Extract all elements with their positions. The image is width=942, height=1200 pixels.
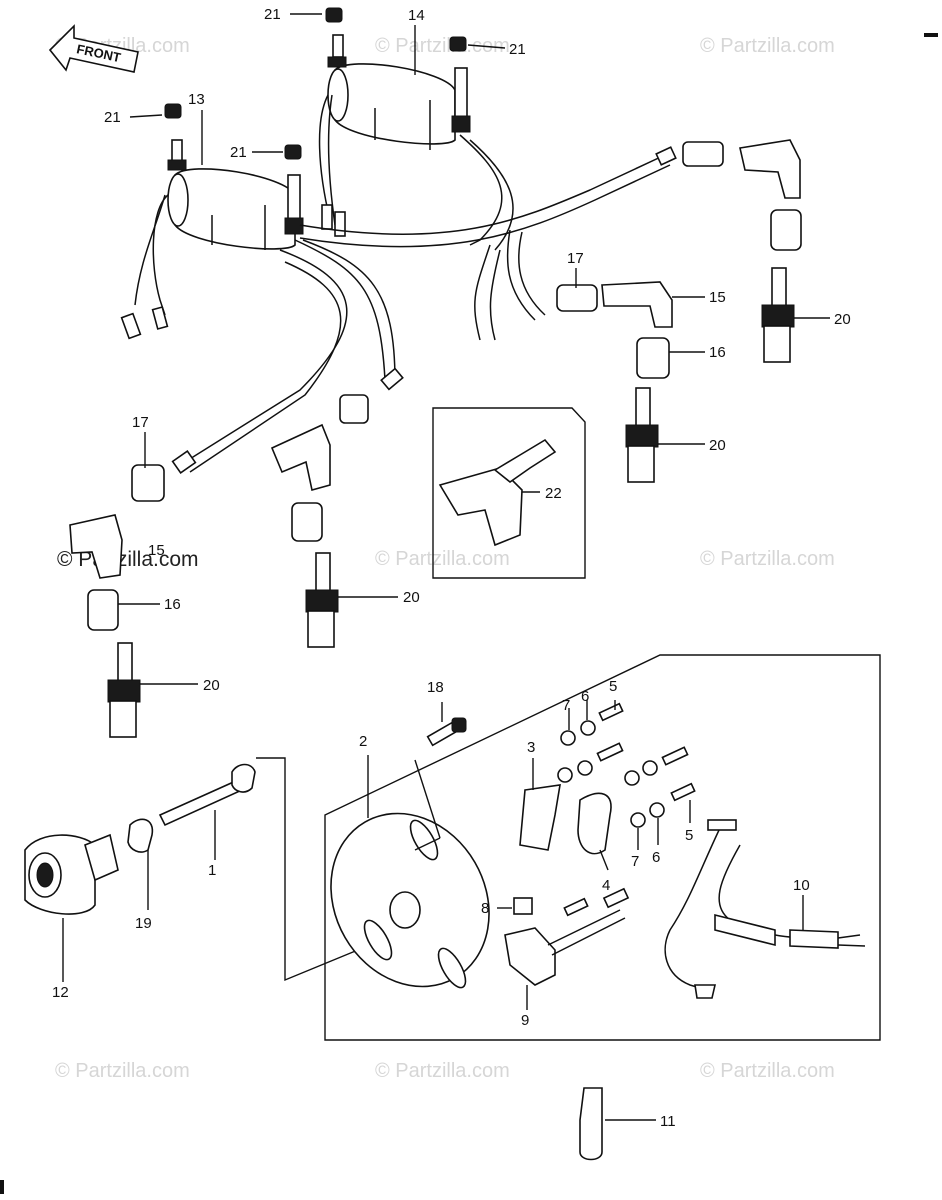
callout-18: 18 bbox=[427, 679, 444, 696]
connector-17 bbox=[556, 284, 598, 312]
watermark-text: © Partzilla.com bbox=[700, 1060, 835, 1082]
ignition-coil-13 bbox=[120, 139, 304, 340]
callout-16: 16 bbox=[709, 344, 726, 361]
callout-19: 19 bbox=[135, 915, 152, 932]
callout-21: 21 bbox=[509, 41, 526, 58]
front-arrow: FRONT bbox=[48, 24, 139, 73]
lead-end bbox=[380, 367, 404, 391]
callout-15: 15 bbox=[709, 289, 726, 306]
lead-end bbox=[171, 449, 197, 475]
clamp-11 bbox=[579, 1087, 603, 1161]
watermark-text: © Partzilla.com bbox=[375, 1060, 510, 1082]
callout-7: 7 bbox=[631, 853, 639, 870]
watermark-text: © Partzilla.com bbox=[700, 548, 835, 570]
callout-11: 11 bbox=[660, 1113, 676, 1130]
callout-10: 10 bbox=[793, 877, 810, 894]
watermark-text: © Partzilla.com bbox=[55, 1060, 190, 1082]
contact-point-4 bbox=[577, 792, 612, 855]
callout-20: 20 bbox=[709, 437, 726, 454]
lead-harness-10 bbox=[664, 819, 866, 999]
plug-cap-15 bbox=[69, 514, 123, 579]
callout-8: 8 bbox=[481, 900, 489, 917]
suppressor-16 bbox=[636, 337, 670, 379]
callout-16: 16 bbox=[164, 596, 181, 613]
callout-13: 13 bbox=[188, 91, 205, 108]
screw-18 bbox=[426, 717, 467, 747]
plug-cap-connector bbox=[339, 394, 369, 424]
callout-21: 21 bbox=[104, 109, 121, 126]
nut-21 bbox=[164, 7, 467, 160]
plug-cap-15 bbox=[601, 281, 673, 328]
callout-6: 6 bbox=[652, 849, 660, 866]
spark-plug-20 bbox=[305, 552, 339, 648]
cam-19 bbox=[127, 818, 154, 853]
callout-22: 22 bbox=[545, 485, 562, 502]
callout-17: 17 bbox=[567, 250, 584, 267]
breaker-base-plate bbox=[330, 812, 490, 989]
callout-1: 1 bbox=[208, 862, 216, 879]
connector-17 bbox=[131, 464, 165, 502]
washers-screws bbox=[557, 702, 696, 828]
callout-4: 4 bbox=[602, 877, 610, 894]
plug-cap-15 bbox=[739, 139, 801, 199]
plug-caps bbox=[69, 139, 802, 631]
ht-leads bbox=[184, 134, 671, 473]
advancer-12 bbox=[24, 833, 119, 915]
callout-9: 9 bbox=[521, 1012, 529, 1029]
callout-20: 20 bbox=[403, 589, 420, 606]
callout-21: 21 bbox=[264, 6, 281, 23]
spark-plug-20 bbox=[107, 642, 141, 738]
suppressor-16 bbox=[87, 589, 119, 631]
plug-cap-connector bbox=[682, 141, 724, 167]
breaker-assembly-outline bbox=[324, 654, 881, 1041]
lead-end bbox=[655, 146, 677, 166]
callout-14: 14 bbox=[408, 7, 425, 24]
suppressor-16 bbox=[770, 209, 802, 251]
watermark-text: © Partzilla.com bbox=[700, 35, 835, 57]
callout-2: 2 bbox=[359, 733, 367, 750]
spark-plug-20 bbox=[625, 387, 659, 483]
callout-6: 6 bbox=[581, 688, 589, 705]
callout-21: 21 bbox=[230, 144, 247, 161]
contact-point-3 bbox=[519, 784, 561, 851]
bolt-bracket-line bbox=[256, 757, 371, 982]
watermark-text: © Partzilla.com bbox=[375, 548, 510, 570]
leader-lines bbox=[62, 13, 830, 1121]
callout-20: 20 bbox=[203, 677, 220, 694]
spark-plug-20 bbox=[761, 267, 795, 363]
ignition-coil-14 bbox=[318, 34, 471, 237]
edge-mark bbox=[924, 33, 938, 37]
callout-5: 5 bbox=[685, 827, 693, 844]
condenser-9 bbox=[504, 887, 630, 986]
callout-7: 7 bbox=[562, 697, 570, 714]
watermark-text: © Partzilla.com bbox=[375, 35, 510, 57]
callout-20: 20 bbox=[834, 311, 851, 328]
callout-12: 12 bbox=[52, 984, 69, 1001]
callout-3: 3 bbox=[527, 739, 535, 756]
callout-5: 5 bbox=[609, 678, 617, 695]
callout-labels: 21 14 21 21 13 21 17 15 20 16 17 20 22 1… bbox=[52, 6, 851, 1130]
plug-cap bbox=[270, 423, 331, 491]
edge-mark bbox=[0, 1180, 4, 1194]
felt-8 bbox=[513, 897, 533, 915]
inset-plug-cap-22 bbox=[432, 407, 586, 579]
callout-17: 17 bbox=[132, 414, 149, 431]
bolt-1 bbox=[158, 763, 256, 827]
suppressor bbox=[291, 502, 323, 542]
callout-15: 15 bbox=[148, 542, 165, 559]
